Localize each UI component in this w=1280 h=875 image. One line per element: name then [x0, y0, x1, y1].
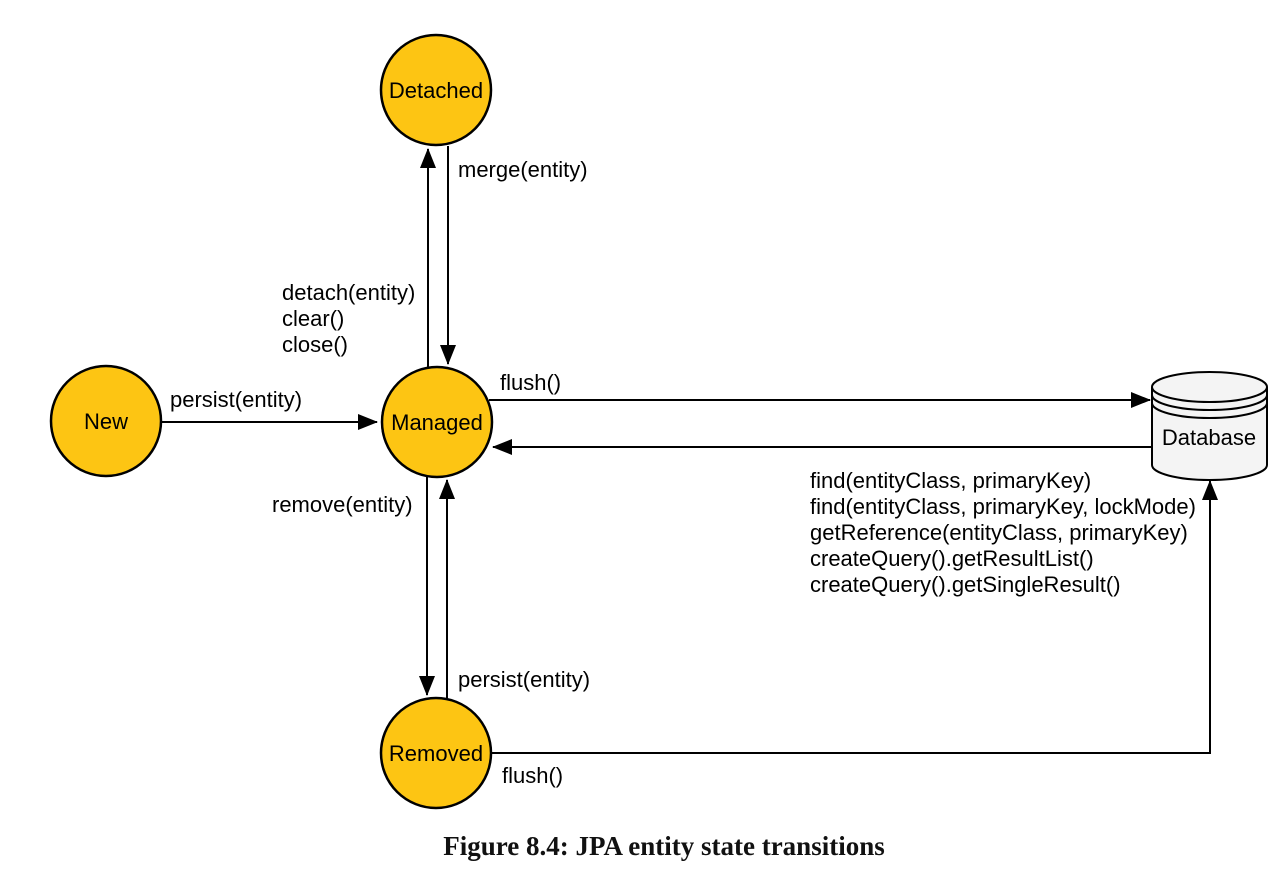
state-label-managed: Managed [391, 410, 483, 435]
edge-flush-removed-to-db [490, 480, 1218, 754]
edge-label-find-lockmode: find(entityClass, primaryKey, lockMode) [810, 494, 1196, 519]
figure-caption: Figure 8.4: JPA entity state transitions [443, 831, 885, 861]
state-node-managed [380, 365, 494, 479]
state-node-detached [379, 33, 493, 147]
state-label-new: New [84, 409, 128, 434]
edge-label-flush-top: flush() [500, 370, 561, 395]
edge-label-createquery-singleresult: createQuery().getSingleResult() [810, 572, 1121, 597]
state-node-new [49, 364, 163, 478]
edge-label-getreference: getReference(entityClass, primaryKey) [810, 520, 1188, 545]
state-label-removed: Removed [389, 741, 483, 766]
edge-label-find: find(entityClass, primaryKey) [810, 468, 1091, 493]
edge-label-flush-bottom: flush() [502, 763, 563, 788]
edge-label-clear: clear() [282, 306, 344, 331]
database-cylinder-arc [1151, 394, 1268, 411]
database-label: Database [1162, 425, 1256, 450]
database-cylinder-arc [1151, 386, 1268, 403]
edge-label-close: close() [282, 332, 348, 357]
database-cylinder-arc [1151, 402, 1268, 419]
edge-label-detach: detach(entity) [282, 280, 415, 305]
edge-label-persist-new: persist(entity) [170, 387, 302, 412]
edge-label-createquery-resultlist: createQuery().getResultList() [810, 546, 1094, 571]
state-label-detached: Detached [389, 78, 483, 103]
state-node-removed [379, 696, 493, 810]
database-cylinder [1151, 371, 1268, 481]
edge-label-remove: remove(entity) [272, 492, 413, 517]
edge-label-merge: merge(entity) [458, 157, 588, 182]
edge-label-persist-removed: persist(entity) [458, 667, 590, 692]
